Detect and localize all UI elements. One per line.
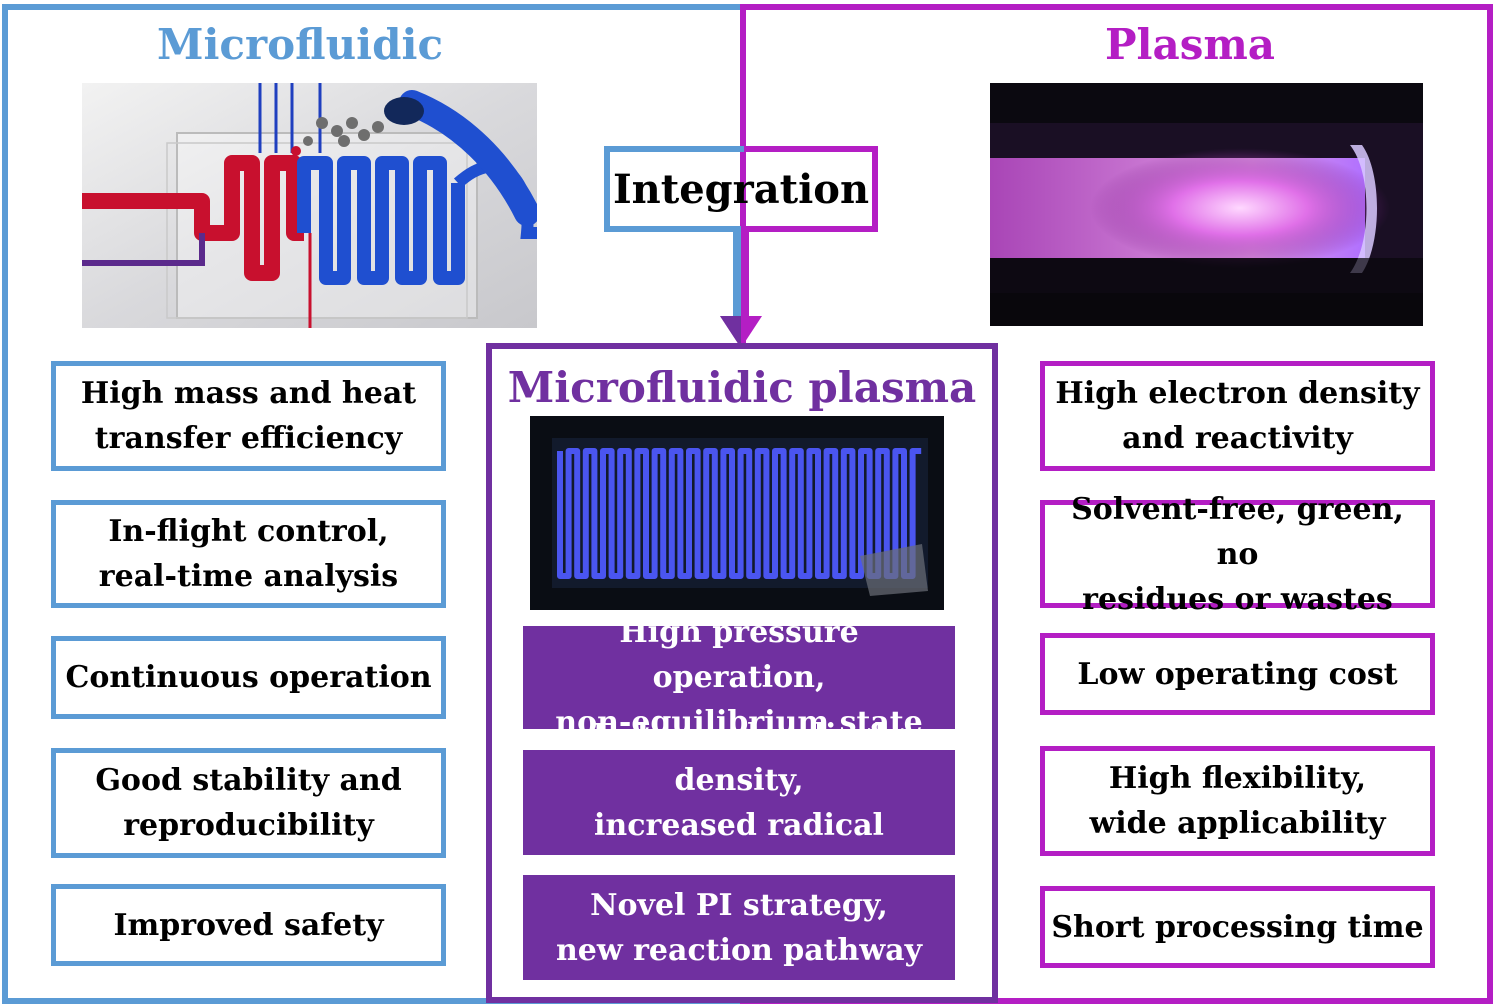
plasma-discharge-image xyxy=(990,83,1423,326)
microfluidic-feature-3: Continuous operation xyxy=(51,636,446,719)
feature-line: and reactivity xyxy=(1122,421,1353,456)
plasma-feature-3: Low operating cost xyxy=(1040,633,1435,715)
feature-line: Continuous operation xyxy=(65,660,432,695)
feature-line: In-flight control, xyxy=(108,514,389,549)
microfluidic-feature-4: Good stability and reproducibility xyxy=(51,748,446,858)
feature-line: Low operating cost xyxy=(1077,656,1398,692)
feature-line: High flexibility, xyxy=(1108,761,1367,796)
combined-feature-2: Enhanced radical density,increased radic… xyxy=(523,718,955,888)
integration-label: Integration xyxy=(612,165,870,213)
feature-line: wide applicability xyxy=(1089,806,1386,841)
integration-box-plasma-edge xyxy=(744,146,878,232)
integration-box: Integration xyxy=(604,146,878,232)
microfluidic-feature-1: High mass and heat transfer efficiency xyxy=(51,361,446,471)
plasma-feature-4: High flexibility, wide applicability xyxy=(1040,746,1435,856)
feature-line: Good stability and xyxy=(95,763,402,798)
microfluidic-heading: Microfluidic xyxy=(156,20,444,69)
feature-line: High pressure operation, xyxy=(619,615,859,695)
combined-feature-1: High pressure operation, non-equilibrium … xyxy=(523,615,955,740)
microfluidic-chip-image xyxy=(82,83,537,328)
feature-line: transfer efficiency xyxy=(94,421,403,456)
feature-line: Enhanced radical density, xyxy=(592,717,886,798)
feature-line: Improved safety xyxy=(113,907,384,943)
feature-line: Novel PI strategy, xyxy=(590,887,888,923)
feature-line: new reaction pathway xyxy=(555,932,923,968)
microfluidic-feature-5: Improved safety xyxy=(51,884,446,966)
feature-line: Short processing time xyxy=(1051,909,1424,945)
microfluidic-plasma-image xyxy=(530,416,944,610)
microfluidic-feature-2: In-flight control, real-time analysis xyxy=(51,500,446,608)
plasma-feature-1: High electron density and reactivity xyxy=(1040,361,1435,471)
microfluidic-plasma-heading: Microfluidic plasma xyxy=(507,363,977,412)
combined-feature-3: Novel PI strategy, new reaction pathway xyxy=(523,875,955,980)
plasma-heading: Plasma xyxy=(1104,20,1276,69)
plasma-feature-5: Short processing time xyxy=(1040,886,1435,968)
feature-line: residues or wastes xyxy=(1082,581,1393,617)
feature-line: Solvent-free, green, no xyxy=(1071,491,1404,572)
feature-line: High mass and heat xyxy=(80,376,417,411)
feature-line: reproducibility xyxy=(123,808,374,843)
feature-line: High electron density xyxy=(1055,376,1420,411)
integration-box-microfluidic-edge xyxy=(604,146,754,232)
feature-line: real-time analysis xyxy=(98,559,399,594)
integration-arrow xyxy=(720,226,762,348)
plasma-feature-2: Solvent-free, green, no residues or waste… xyxy=(1040,492,1435,617)
feature-line: non-equilibrium state xyxy=(555,705,923,740)
